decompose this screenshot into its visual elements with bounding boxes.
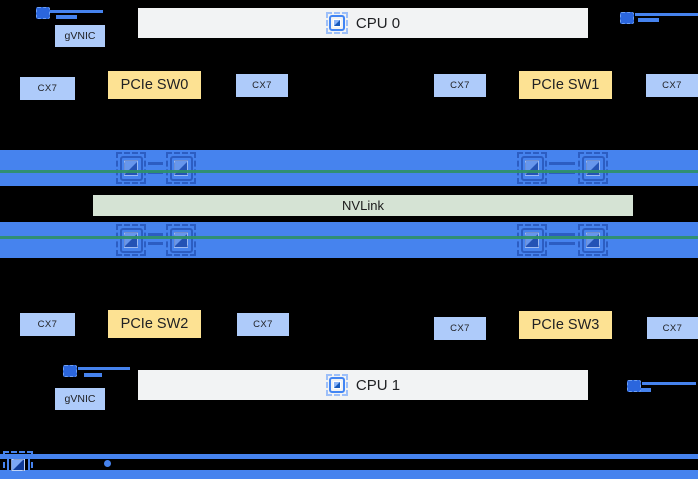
gvnic-box: gVNIC <box>55 25 105 47</box>
nvlink-label: NVLink <box>342 198 384 213</box>
pcie-sw2-label: PCIe SW2 <box>120 316 189 332</box>
gpu-interconnect-dash <box>549 242 575 245</box>
bottom-network-line <box>0 454 698 459</box>
gpu-interconnect-dash <box>148 242 163 245</box>
gvnic-label: gVNIC <box>64 30 96 42</box>
pcie-sw2-box: PCIe SW2 <box>108 310 201 338</box>
cx7-label: CX7 <box>37 83 58 94</box>
gpu-interconnect-dash <box>549 162 575 165</box>
gpu-chip-icon <box>517 224 547 256</box>
network-link-line <box>78 367 130 370</box>
cpu-chip-icon <box>325 12 348 34</box>
network-link-line <box>56 15 77 19</box>
nic-icon <box>620 12 634 24</box>
network-link-line <box>50 10 103 13</box>
gpu-chip-icon <box>578 224 608 256</box>
network-chip-icon <box>3 451 33 479</box>
cx7-label: CX7 <box>253 319 273 330</box>
cx7-nic-box: CX7 <box>20 77 75 100</box>
connector-dot <box>104 460 111 467</box>
gpu-interconnect-dash <box>148 162 163 165</box>
network-link-line <box>638 18 659 22</box>
pcie-sw1-label: PCIe SW1 <box>531 77 600 93</box>
cx7-label: CX7 <box>450 80 470 91</box>
cx7-nic-box: CX7 <box>20 313 75 336</box>
gpu-chip-icon <box>116 152 146 184</box>
nvlink-switch-bar: NVLink <box>93 195 633 216</box>
cx7-nic-box: CX7 <box>434 74 486 97</box>
cx7-nic-box: CX7 <box>434 317 486 340</box>
nvlink-connection-line <box>0 236 698 239</box>
network-link-line <box>633 388 651 392</box>
nvlink-connection-line <box>0 170 698 173</box>
cx7-label: CX7 <box>37 319 58 330</box>
cx7-label: CX7 <box>662 80 682 91</box>
cpu0-label: CPU 0 <box>355 14 401 32</box>
cx7-label: CX7 <box>252 80 272 91</box>
gpu-chip-icon <box>116 224 146 256</box>
gpu-chip-icon <box>517 152 547 184</box>
cpu1-label: CPU 1 <box>355 376 401 394</box>
gpu-chip-icon <box>166 152 196 184</box>
gpu-interconnect-dash <box>148 233 163 236</box>
nic-icon <box>63 365 77 377</box>
pcie-sw3-label: PCIe SW3 <box>531 317 600 333</box>
cpu1-box: CPU 1 <box>138 370 588 400</box>
nic-icon <box>36 7 50 19</box>
cpu-chip-icon <box>325 374 348 396</box>
network-link-line <box>635 13 698 16</box>
network-link-line <box>642 382 696 385</box>
cx7-label: CX7 <box>662 322 683 334</box>
pcie-sw0-label: PCIe SW0 <box>120 77 189 93</box>
pcie-sw3-box: PCIe SW3 <box>519 311 612 339</box>
cx7-nic-box: CX7 <box>647 317 698 339</box>
gvnic-box: gVNIC <box>55 388 105 410</box>
bottom-network-bar <box>0 470 698 479</box>
cx7-nic-box: CX7 <box>646 74 698 97</box>
pcie-sw1-box: PCIe SW1 <box>519 71 612 99</box>
gpu-chip-icon <box>578 152 608 184</box>
gpu-chip-icon <box>166 224 196 256</box>
nic-icon <box>627 380 641 392</box>
pcie-sw0-box: PCIe SW0 <box>108 71 201 99</box>
gvnic-label: gVNIC <box>64 393 96 405</box>
cx7-label: CX7 <box>450 323 470 334</box>
gpu-interconnect-dash <box>549 233 575 236</box>
cx7-nic-box: CX7 <box>236 74 288 97</box>
network-link-line <box>84 373 102 377</box>
cx7-nic-box: CX7 <box>237 313 289 336</box>
cpu0-box: CPU 0 <box>138 8 588 38</box>
